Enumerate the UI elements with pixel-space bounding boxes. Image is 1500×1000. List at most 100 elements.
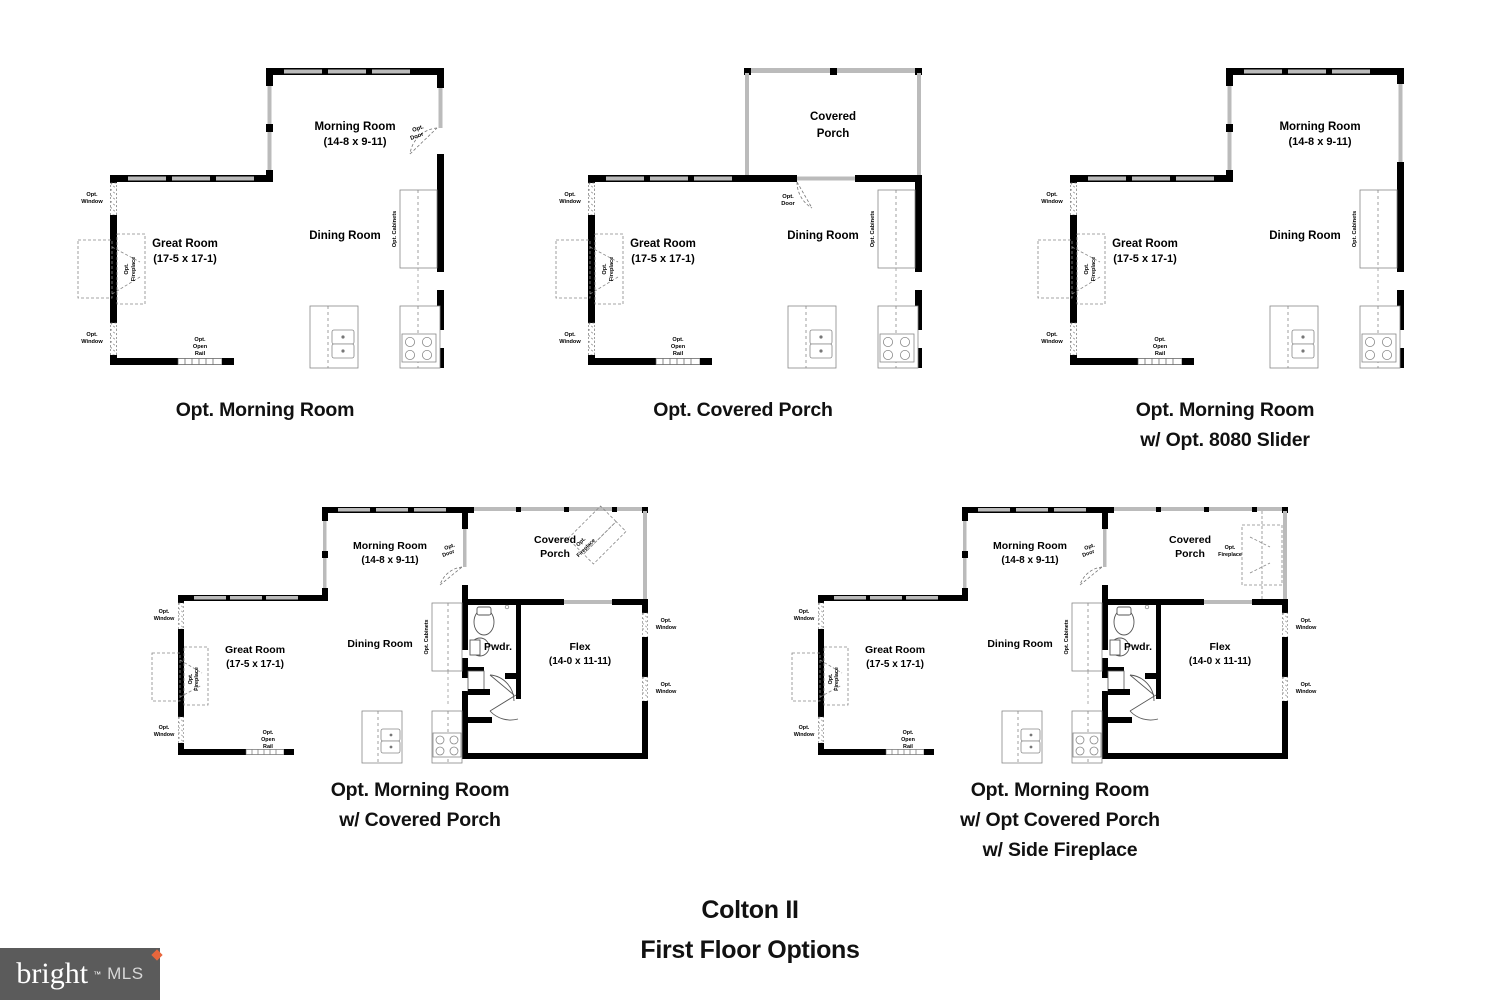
logo-brand-text: bright xyxy=(16,957,89,990)
caption-line: Opt. Morning Room xyxy=(175,399,355,421)
annotation-opt-window: Opt. xyxy=(799,609,810,615)
room-dims-great-room: (17-5 x 17-1) xyxy=(226,659,284,670)
annotation-opt-window: Opt. xyxy=(1046,332,1058,338)
annotation-opt-fireplace: Fireplace xyxy=(194,667,200,691)
annotation-opt-window: Opt. xyxy=(159,725,170,731)
room-label-flex: Flex xyxy=(569,641,590,653)
logo-trademark: ™ xyxy=(93,969,102,979)
annotation-opt-door: Opt. xyxy=(412,124,425,134)
room-dims-great-room: (17-5 x 17-1) xyxy=(153,253,217,265)
annotation-opt-cabinets: Opt. Cabinets xyxy=(870,211,876,247)
room-label-great-room: Great Room xyxy=(630,238,696,250)
annotation-opt-fireplace: Opt. xyxy=(1225,545,1236,551)
room-label-dining-room: Dining Room xyxy=(787,230,859,242)
annotation-opt-open-rail: Rail xyxy=(263,744,273,750)
caption-line: w/ Opt. 8080 Slider xyxy=(1140,429,1310,451)
annotation-opt-window: Window xyxy=(559,199,581,205)
annotation-opt-fireplace: Opt. xyxy=(828,673,834,684)
caption-line: w/ Side Fireplace xyxy=(982,839,1138,861)
room-label-covered-porch: Porch xyxy=(1175,548,1205,560)
caption-line: Opt. Morning Room xyxy=(330,779,510,801)
annotation-opt-window: Window xyxy=(1296,625,1317,631)
plan-3-drawing: Morning Room (14-8 x 9-11) Dining Room G… xyxy=(1037,68,1404,369)
annotation-opt-window: Opt. xyxy=(799,725,810,731)
caption-plan-3: Opt. Morning Room w/ Opt. 8080 Slider xyxy=(1030,395,1420,455)
page-title: Colton II First Floor Options xyxy=(0,890,1500,970)
annotation-opt-open-rail: Rail xyxy=(903,744,913,750)
annotation-opt-open-rail: Opt. xyxy=(194,337,206,343)
annotation-opt-door: Opt. xyxy=(782,194,794,200)
annotation-opt-door: Door xyxy=(442,549,457,559)
room-label-dining-room: Dining Room xyxy=(309,230,381,242)
annotation-opt-open-rail: Rail xyxy=(673,351,684,357)
annotation-opt-window: Window xyxy=(656,689,677,695)
annotation-opt-window: Opt. xyxy=(86,192,98,198)
plan-opt-morning-room-porch-side-fireplace: Morning Room (14-8 x 9-11) Covered Porch… xyxy=(790,495,1330,770)
room-dims-morning-room: (14-8 x 9-11) xyxy=(324,136,387,148)
annotation-opt-window: Opt. xyxy=(159,609,170,615)
annotation-opt-window: Opt. xyxy=(1046,192,1058,198)
annotation-opt-window: Opt. xyxy=(1301,682,1312,688)
annotation-opt-fireplace: Opt. xyxy=(188,673,194,684)
room-label-covered-porch: Covered xyxy=(810,111,856,123)
annotation-opt-fireplace: Opt. xyxy=(1084,263,1090,275)
annotation-opt-window: Opt. xyxy=(661,682,672,688)
annotation-opt-window: Window xyxy=(794,732,815,738)
annotation-opt-cabinets: Opt. Cabinets xyxy=(392,211,398,247)
annotation-opt-cabinets: Opt. Cabinets xyxy=(1352,211,1358,247)
annotation-opt-open-rail: Open xyxy=(671,344,686,350)
annotation-opt-open-rail: Rail xyxy=(195,351,206,357)
room-label-pwdr: Pwdr. xyxy=(484,641,512,653)
room-dims-morning-room: (14-8 x 9-11) xyxy=(1001,555,1058,566)
annotation-opt-open-rail: Opt. xyxy=(672,337,684,343)
room-label-morning-room: Morning Room xyxy=(1279,121,1360,133)
plan-subtitle: First Floor Options xyxy=(640,936,860,964)
caption-plan-1: Opt. Morning Room xyxy=(70,395,460,425)
room-label-morning-room: Morning Room xyxy=(993,540,1067,552)
plan-4-drawing: Morning Room (14-8 x 9-11) Covered Porch… xyxy=(151,505,677,764)
room-dims-great-room: (17-5 x 17-1) xyxy=(631,253,695,265)
annotation-opt-window: Window xyxy=(559,339,581,345)
annotation-opt-open-rail: Open xyxy=(261,737,275,743)
annotation-opt-window: Window xyxy=(81,199,103,205)
logo-suffix-text: MLS xyxy=(107,964,144,983)
annotation-opt-open-rail: Open xyxy=(901,737,915,743)
room-label-covered-porch: Porch xyxy=(540,548,570,560)
plan-5-drawing: Morning Room (14-8 x 9-11) Covered Porch… xyxy=(791,507,1317,764)
annotation-opt-door: Opt. xyxy=(1084,542,1097,551)
annotation-opt-fireplace: Fireplace xyxy=(609,257,615,282)
annotation-opt-cabinets: Opt. Cabinets xyxy=(1064,619,1070,654)
annotation-opt-window: Window xyxy=(154,616,175,622)
room-label-dining-room: Dining Room xyxy=(1269,230,1341,242)
plan-opt-morning-room: Morning Room (14-8 x 9-11) Dining Room G… xyxy=(70,62,460,392)
caption-line: Opt. Covered Porch xyxy=(653,399,833,421)
annotation-opt-window: Window xyxy=(1296,689,1317,695)
room-label-pwdr: Pwdr. xyxy=(1124,641,1152,653)
annotation-opt-window: Opt. xyxy=(1301,618,1312,624)
plan-name: Colton II xyxy=(701,896,799,924)
caption-plan-2: Opt. Covered Porch xyxy=(548,395,938,425)
annotation-opt-window: Opt. xyxy=(564,332,576,338)
annotation-opt-door: Door xyxy=(1082,549,1097,559)
caption-line: Opt. Morning Room xyxy=(970,779,1150,801)
room-label-dining-room: Dining Room xyxy=(347,638,412,650)
room-label-covered-porch: Covered xyxy=(534,534,576,546)
room-label-dining-room: Dining Room xyxy=(987,638,1052,650)
annotation-opt-window: Opt. xyxy=(661,618,672,624)
room-label-morning-room: Morning Room xyxy=(353,540,427,552)
room-dims-morning-room: (14-8 x 9-11) xyxy=(1289,136,1352,148)
annotation-opt-window: Opt. xyxy=(86,332,98,338)
room-label-great-room: Great Room xyxy=(152,238,218,250)
caption-line: w/ Covered Porch xyxy=(339,809,501,831)
room-label-great-room: Great Room xyxy=(225,644,285,656)
annotation-opt-fireplace: Fireplace xyxy=(834,667,840,691)
plan-opt-morning-room-slider: Morning Room (14-8 x 9-11) Dining Room G… xyxy=(1030,62,1420,392)
plan-opt-morning-room-covered-porch: Morning Room (14-8 x 9-11) Covered Porch… xyxy=(150,495,690,770)
annotation-opt-window: Window xyxy=(1041,199,1063,205)
annotation-opt-fireplace: Fireplace xyxy=(131,257,137,282)
annotation-opt-window: Opt. xyxy=(564,192,576,198)
room-label-flex: Flex xyxy=(1209,641,1230,653)
annotation-opt-window: Window xyxy=(1041,339,1063,345)
annotation-opt-open-rail: Opt. xyxy=(1154,337,1166,343)
room-dims-flex: (14-0 x 11-11) xyxy=(549,656,611,667)
